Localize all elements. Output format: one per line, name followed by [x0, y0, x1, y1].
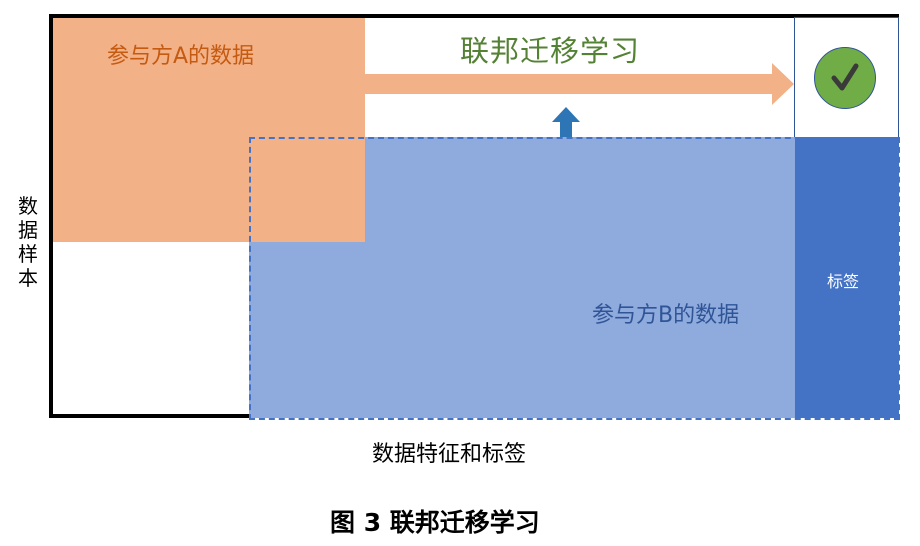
x-axis-label: 数据特征和标签 — [372, 442, 527, 467]
check-icon — [814, 47, 876, 109]
arrow-right-icon — [365, 63, 794, 105]
party-b-label: 参与方B的数据 — [592, 303, 740, 328]
party-a-data-region — [53, 18, 365, 242]
arrow-up-icon — [552, 107, 580, 137]
figure-caption: 图 3 联邦迁移学习 — [330, 508, 540, 537]
label-column-text: 标签 — [827, 272, 860, 291]
y-axis-label: 数据样本 — [18, 194, 38, 290]
label-column — [795, 137, 899, 418]
diagram-title: 联邦迁移学习 — [460, 34, 641, 68]
party-a-label: 参与方A的数据 — [107, 44, 255, 69]
party-b-dashed-outline — [249, 137, 900, 420]
